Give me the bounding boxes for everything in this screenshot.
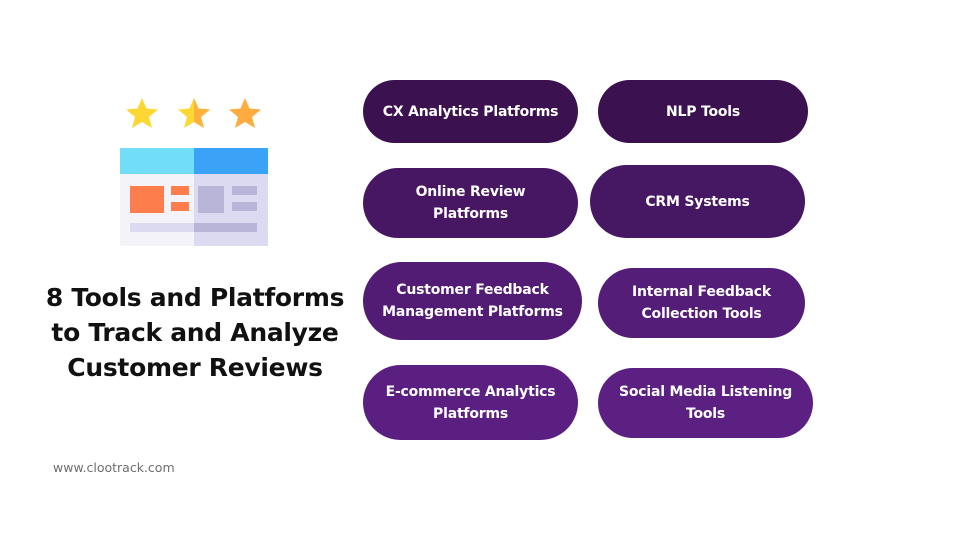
star-icon	[178, 98, 210, 128]
tool-pill-crm-systems: CRM Systems	[590, 165, 805, 238]
tool-pill-online-review: Online Review Platforms	[363, 168, 578, 238]
star-icon	[229, 98, 261, 128]
browser-window-icon	[120, 148, 268, 246]
tool-pill-customer-feedback: Customer Feedback Management Platforms	[363, 262, 582, 340]
website-url: www.clootrack.com	[53, 460, 175, 475]
tool-pill-cx-analytics: CX Analytics Platforms	[363, 80, 578, 143]
star-icon	[126, 98, 158, 128]
tool-pill-nlp-tools: NLP Tools	[598, 80, 808, 143]
review-illustration-svg	[120, 98, 268, 246]
tool-pill-internal-feedback: Internal Feedback Collection Tools	[598, 268, 805, 338]
tool-pill-ecommerce-analytics: E-commerce Analytics Platforms	[363, 365, 578, 440]
review-rating-icon	[118, 96, 270, 246]
tool-pill-social-listening: Social Media Listening Tools	[598, 368, 813, 438]
page-title: 8 Tools and Platforms to Track and Analy…	[45, 283, 345, 382]
